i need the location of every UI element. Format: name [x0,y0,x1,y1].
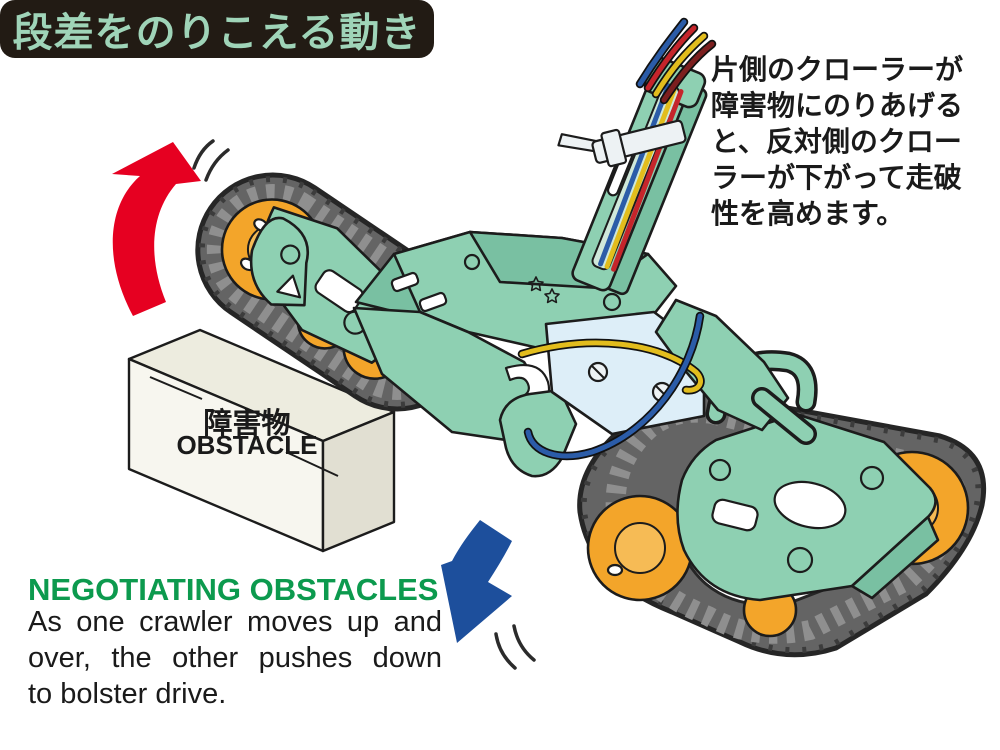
obstacle-box [127,328,396,553]
obstacle-leader-line [149,376,203,400]
up-motion-lines [192,139,230,182]
obstacle-leader-line [285,451,339,477]
obstacle-label-jp: 障害物 [203,406,291,440]
description-jp-line: 障害物にのりあげる [711,89,964,122]
down-arrow-icon [441,520,512,643]
caption-body: As one crawler moves up and over, the ot… [28,604,442,712]
title-badge: 段差をのりこえる動き [0,0,434,58]
star-mark [528,276,544,292]
caption-body-line: over, the other pushes down [28,642,442,674]
gearbox-wires [517,311,705,461]
description-jp-line: 性を高めます。 [711,197,905,230]
description-jp-line: と、反対側のクロー [711,125,962,158]
obstacle-end-face [321,410,396,553]
caption-body-line: to bolster drive. [28,678,227,710]
front-skid [498,388,578,478]
right-crawler [577,350,987,658]
down-motion-lines [494,624,536,670]
description-jp-line: ラーが下がって走破 [711,161,962,194]
caption-heading: NEGOTIATING OBSTACLES [28,572,439,607]
up-arrow-icon [112,142,201,316]
title-badge-text: 段差をのりこえる動き [12,10,422,56]
mast [557,17,717,296]
caption-body-line: As one crawler moves up and [28,606,442,638]
description-jp: 片側のクローラーが 障害物にのりあげる と、反対側のクロー ラーが下がって走破 … [711,52,996,232]
description-jp-line: 片側のクローラーが [711,53,964,86]
star-mark [544,288,560,304]
cable-tie [557,119,687,168]
obstacle-label-en: OBSTACLE [176,430,318,460]
mast-wires [635,17,717,105]
